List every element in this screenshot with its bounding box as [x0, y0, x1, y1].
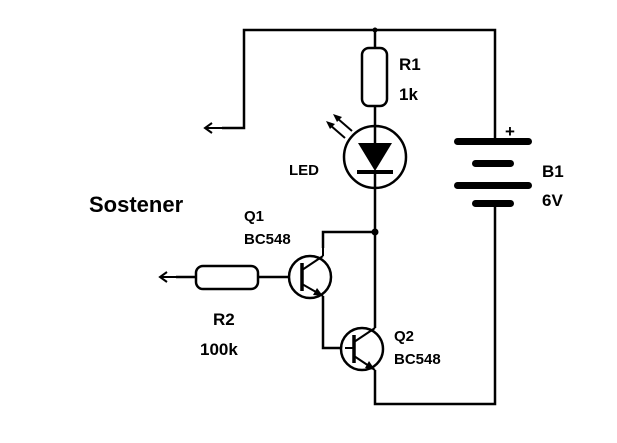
wires — [176, 28, 497, 406]
circuit-title: Sostener — [89, 192, 184, 217]
battery-plus-label: + — [505, 122, 515, 141]
junction-dot — [371, 228, 379, 236]
resistor-r1 — [360, 46, 389, 108]
light-emission-arrows-icon — [326, 114, 353, 139]
q1-ref-label: Q1 — [244, 208, 264, 225]
r2-ref-label: R2 — [213, 310, 235, 329]
led-label: LED — [289, 162, 319, 179]
led — [326, 114, 408, 190]
r2-value-label: 100k — [200, 340, 238, 359]
r1-value-label: 1k — [399, 85, 418, 104]
b1-value-label: 6V — [542, 191, 563, 210]
q2-part-label: BC548 — [394, 351, 441, 368]
q2-ref-label: Q2 — [394, 328, 414, 345]
q1-part-label: BC548 — [244, 231, 291, 248]
transistor-q2 — [339, 326, 385, 372]
r1-ref-label: R1 — [399, 55, 421, 74]
touch-terminal-left-arrow — [158, 271, 176, 283]
transistor-q1 — [287, 248, 333, 300]
battery-b1 — [454, 138, 532, 207]
resistor-r2 — [194, 264, 260, 291]
touch-terminal-top-arrow — [203, 122, 222, 134]
b1-ref-label: B1 — [542, 162, 564, 181]
junction-dot — [372, 27, 378, 33]
